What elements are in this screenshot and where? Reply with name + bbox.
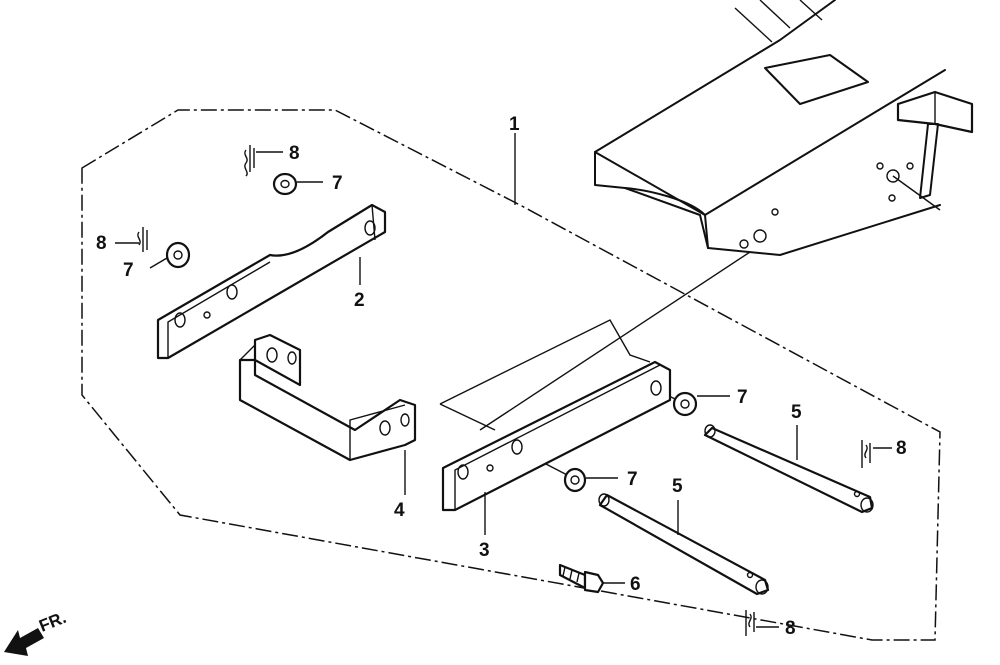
- part-8-clip-left: [137, 227, 148, 252]
- guide-line: [892, 175, 941, 211]
- part-4-bracket: [238, 333, 417, 462]
- callout-8-left: 8: [96, 233, 107, 254]
- guide-line: [479, 251, 751, 431]
- front-label: FR.: [36, 608, 69, 636]
- part-7-washer-bar-end: [672, 391, 698, 417]
- callout-6: 6: [630, 574, 641, 595]
- callout-8-bottom: 8: [785, 618, 796, 639]
- callout-5-lower: 5: [672, 476, 683, 497]
- callout-7-top: 7: [332, 173, 343, 194]
- part-3-bar: [441, 360, 672, 512]
- front-direction-marker: FR.: [4, 608, 69, 656]
- callout-8-top: 8: [289, 143, 300, 164]
- callout-7-left: 7: [123, 260, 134, 281]
- kit-boundary: [81, 109, 941, 641]
- guide-line: [439, 403, 496, 431]
- callout-2: 2: [354, 290, 365, 311]
- part-8-clip-right: [861, 440, 871, 468]
- callout-4: 4: [394, 500, 405, 521]
- callout-8-right: 8: [896, 438, 907, 459]
- front-arrow-icon: [4, 628, 44, 656]
- callout-7-bar-end: 7: [737, 387, 748, 408]
- callout-3: 3: [479, 540, 490, 561]
- part-7-washer-bar-mid: [563, 467, 587, 493]
- part-7-washer-top: [272, 172, 298, 196]
- callout-1: 1: [509, 114, 520, 135]
- callout-7-bar-mid: 7: [627, 469, 638, 490]
- part-5-pin-upper: [703, 424, 874, 514]
- part-6-bolt: [558, 563, 605, 594]
- mower-frame: [594, 0, 974, 256]
- part-2-bracket: [156, 203, 387, 360]
- part-5-pin-lower: [598, 493, 770, 596]
- part-8-clip-top: [244, 145, 255, 177]
- guide-line: [439, 319, 651, 405]
- part-8-clip-bottom: [745, 610, 755, 636]
- part-7-washer-left: [165, 241, 191, 269]
- callout-5-upper: 5: [791, 402, 802, 423]
